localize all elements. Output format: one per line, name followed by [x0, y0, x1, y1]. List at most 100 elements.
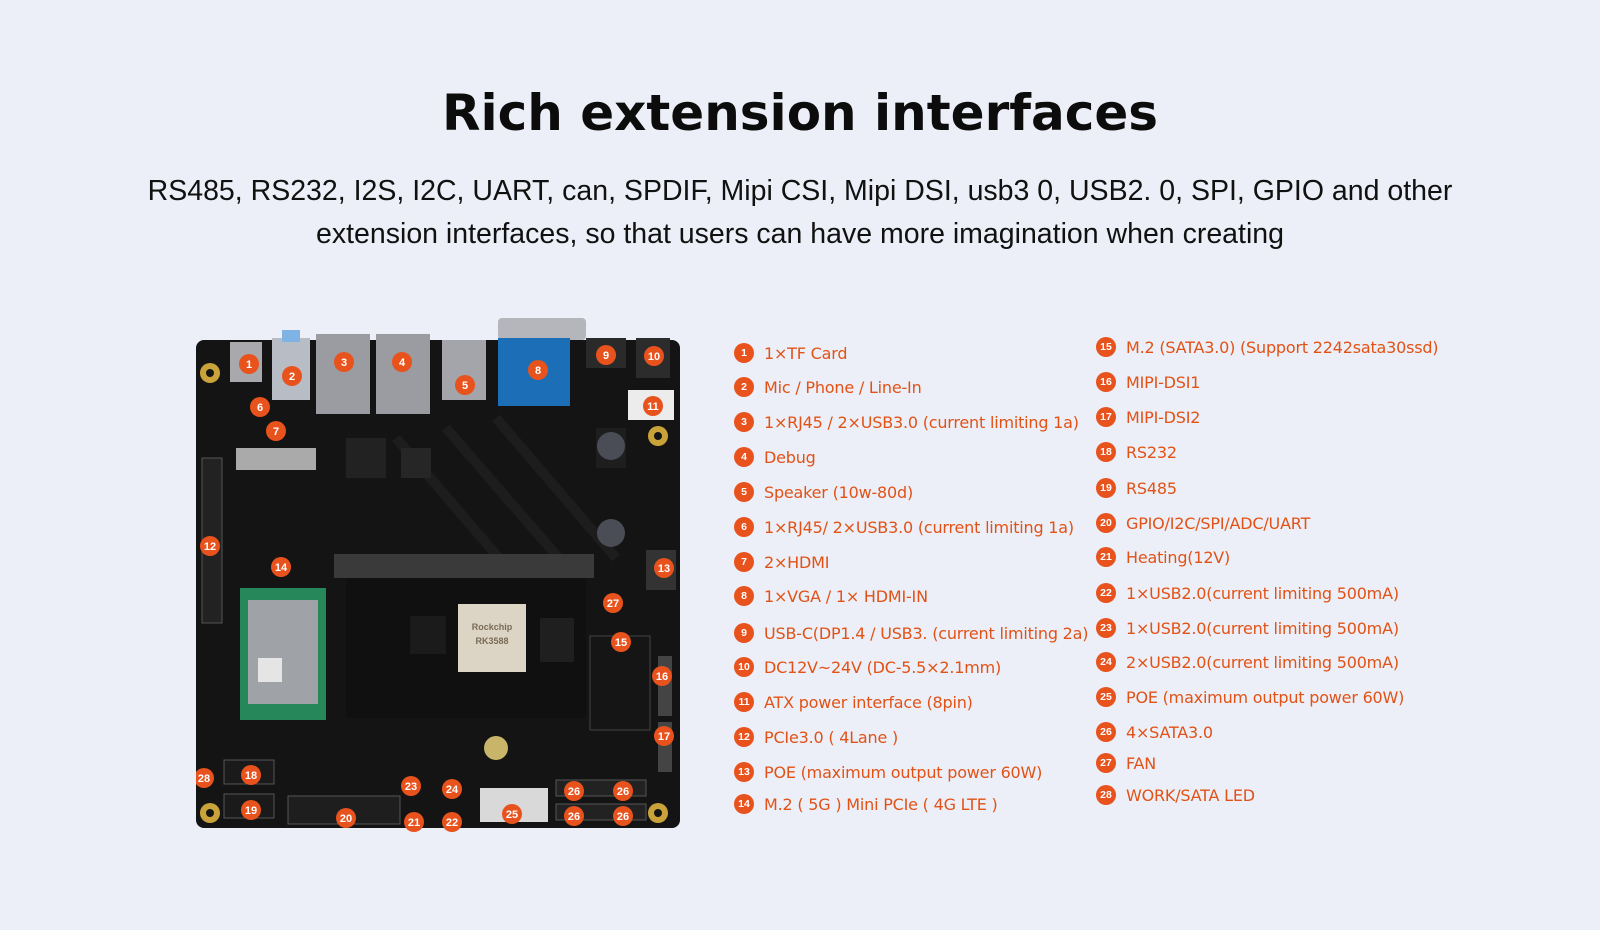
legend-label: 1×RJ45 / 2×USB3.0 (current limiting 1a)	[764, 412, 1079, 432]
board-marker-label: 26	[617, 786, 629, 798]
board-marker-label: 6	[257, 402, 263, 414]
board-marker-label: 17	[658, 731, 670, 743]
legend-label: MIPI-DSI2	[1126, 407, 1201, 427]
board-marker-circle	[392, 352, 412, 372]
rj45-2	[376, 334, 430, 414]
legend-number-badge: 19	[1096, 478, 1116, 498]
legend-item: 17 MIPI-DSI2	[1096, 406, 1200, 428]
legend-number-badge: 13	[734, 762, 754, 782]
legend-label: RS232	[1126, 442, 1177, 462]
legend-number-badge: 17	[1096, 407, 1116, 427]
legend-item: 4 Debug	[734, 446, 816, 468]
rj45-1	[316, 334, 370, 414]
board-marker-circle	[528, 360, 548, 380]
legend-label: USB-C(DP1.4 / USB3. (current limiting 2a…	[764, 623, 1089, 643]
board-marker-label: 20	[340, 813, 352, 825]
subtitle-line-1: RS485, RS232, I2S, I2C, UART, can, SPDIF…	[147, 175, 1453, 207]
page-title: Rich extension interfaces	[441, 84, 1159, 142]
legend-item: 13 POE (maximum output power 60W)	[734, 761, 1042, 783]
legend-label: PCIe3.0 ( 4Lane )	[764, 727, 899, 747]
soc-brand: Rockchip	[472, 622, 513, 632]
board-marker-circle	[334, 352, 354, 372]
legend-item: 3 1×RJ45 / 2×USB3.0 (current limiting 1a)	[734, 411, 1079, 433]
board-marker-circle	[404, 812, 424, 832]
board-marker-circle	[241, 800, 261, 820]
legend-number-badge: 15	[1096, 337, 1116, 357]
board-marker-circle	[596, 345, 616, 365]
legend-number-badge: 23	[1096, 618, 1116, 638]
board-marker-label: 15	[615, 637, 627, 649]
legend-item: 12 PCIe3.0 ( 4Lane )	[734, 726, 898, 748]
legend-number-badge: 3	[734, 412, 754, 432]
board-marker-label: 9	[603, 350, 609, 362]
legend-label: DC12V~24V (DC-5.5×2.1mm)	[764, 657, 1002, 677]
board-marker-circle	[502, 804, 522, 824]
legend-number-badge: 2	[734, 377, 754, 397]
legend-number-badge: 14	[734, 794, 754, 814]
board-marker-label: 25	[506, 809, 518, 821]
board-marker-circle	[611, 632, 631, 652]
legend-label: 4×SATA3.0	[1126, 722, 1213, 742]
board-marker-label: 26	[568, 811, 580, 823]
board-marker-circle	[564, 781, 584, 801]
board-marker-label: 3	[341, 357, 347, 369]
board-marker-circle	[241, 765, 261, 785]
legend-number-badge: 27	[1096, 753, 1116, 773]
board-marker-circle	[196, 768, 214, 788]
board-marker-circle	[603, 593, 623, 613]
legend-label: Debug	[764, 447, 816, 467]
legend-label: POE (maximum output power 60W)	[1126, 687, 1405, 707]
board-marker-circle	[652, 666, 672, 686]
board-marker-label: 21	[408, 817, 420, 829]
legend-label: 2×USB2.0(current limiting 500mA)	[1126, 652, 1399, 672]
legend-item: 8 1×VGA / 1× HDMI-IN	[734, 585, 928, 607]
legend-label: 1×VGA / 1× HDMI-IN	[764, 586, 928, 606]
board-marker-label: 8	[535, 365, 541, 377]
board-marker-circle	[613, 806, 633, 826]
board-marker-label: 5	[462, 380, 468, 392]
board-marker-circle	[643, 396, 663, 416]
legend-label: Speaker (10w-80d)	[764, 482, 913, 502]
board-marker-circle	[455, 375, 475, 395]
legend-label: WORK/SATA LED	[1126, 785, 1255, 805]
board-marker-circle	[654, 726, 674, 746]
board-marker-label: 26	[568, 786, 580, 798]
soc-module	[458, 604, 526, 672]
board-marker-circle	[442, 779, 462, 799]
legend-label: POE (maximum output power 60W)	[764, 762, 1043, 782]
subtitle-line-2: extension interfaces, so that users can …	[316, 218, 1284, 250]
vga-top	[498, 318, 586, 340]
legend-label: 1×USB2.0(current limiting 500mA)	[1126, 618, 1399, 638]
legend-number-badge: 26	[1096, 722, 1116, 742]
legend-label: ATX power interface (8pin)	[764, 692, 973, 712]
legend-label: 2×HDMI	[764, 552, 830, 572]
legend-label: 1×RJ45/ 2×USB3.0 (current limiting 1a)	[764, 517, 1074, 537]
legend-number-badge: 4	[734, 447, 754, 467]
legend-label: MIPI-DSI1	[1126, 372, 1201, 392]
legend-number-badge: 1	[734, 343, 754, 363]
legend-label: M.2 ( 5G ) Mini PCIe ( 4G LTE )	[764, 794, 998, 814]
legend-number-badge: 8	[734, 586, 754, 606]
legend-item: 23 1×USB2.0(current limiting 500mA)	[1096, 617, 1399, 639]
board-marker-circle	[266, 421, 286, 441]
board-marker-label: 12	[204, 541, 216, 553]
board-marker-label: 28	[198, 773, 210, 785]
board-marker-label: 1	[246, 359, 252, 371]
board-marker-label: 18	[245, 770, 257, 782]
legend-number-badge: 12	[734, 727, 754, 747]
legend-item: 26 4×SATA3.0	[1096, 721, 1213, 743]
legend-number-badge: 28	[1096, 785, 1116, 805]
